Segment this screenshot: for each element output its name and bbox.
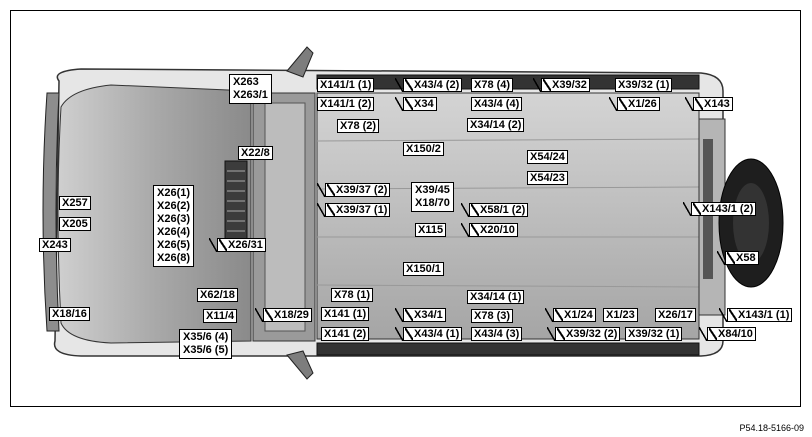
label-x39-37-2: X39/37 (2): [316, 183, 391, 197]
label-x20-10: X20/10: [461, 223, 518, 237]
label-x39-32-1-top: X39/32 (1): [615, 78, 673, 92]
label-x141-1: X141 (1): [321, 307, 370, 321]
label-x62-18: X62/18: [197, 288, 238, 302]
label-x22-8: X22/8: [238, 146, 273, 160]
label-x84-10: X84/10: [699, 327, 756, 341]
figure-code: P54.18-5166-09: [739, 423, 804, 433]
label-x26-31: X26/31: [209, 238, 266, 252]
label-x141-2: X141 (2): [321, 327, 370, 341]
label-x263: X263 X263/1: [229, 74, 272, 104]
label-x35-6: X35/6 (4) X35/6 (5): [179, 329, 233, 359]
label-x143-1-2: X143/1 (2): [682, 202, 757, 216]
label-x43-4-4: X43/4 (4): [471, 97, 523, 111]
label-x34-1: X34/1: [395, 308, 446, 322]
label-x243: X243: [39, 238, 71, 252]
label-x11-4: X11/4: [203, 309, 238, 323]
label-x78-1: X78 (1): [331, 288, 374, 302]
label-x18-16: X18/16: [49, 307, 90, 321]
label-x39-37-1: X39/37 (1): [316, 203, 391, 217]
label-x39-32-1-bot: X39/32 (1): [625, 327, 683, 341]
label-x34-14-2: X34/14 (2): [467, 118, 525, 132]
label-x205: X205: [59, 217, 91, 231]
diagram-frame: X263 X263/1 X141/1 (1) X43/4 (2) X78 (4)…: [10, 10, 801, 407]
label-x1-26: X1/26: [609, 97, 660, 111]
label-x54-24: X54/24: [527, 150, 568, 164]
label-x150-2: X150/2: [403, 142, 444, 156]
label-x78-4: X78 (4): [471, 78, 514, 92]
label-x150-1: X150/1: [403, 262, 444, 276]
label-x54-23: X54/23: [527, 171, 568, 185]
front-bumper: [42, 92, 60, 332]
label-x115: X115: [415, 223, 447, 237]
label-x26-17: X26/17: [655, 308, 696, 322]
label-x78-3: X78 (3): [471, 309, 514, 323]
label-x39-32: X39/32: [533, 78, 590, 92]
vehicle-top-view: [42, 46, 784, 380]
label-x18-29: X18/29: [255, 308, 312, 322]
label-x43-4-1: X43/4 (1): [394, 327, 463, 341]
label-x58: X58: [717, 251, 759, 265]
label-x143: X143: [685, 97, 733, 111]
label-x34-14-1: X34/14 (1): [467, 290, 525, 304]
label-x257: X257: [59, 196, 91, 210]
hood-vent: [224, 160, 248, 246]
label-x26-group: X26(1) X26(2) X26(3) X26(4) X26(5) X26(8…: [153, 185, 195, 267]
right-mirror: [286, 350, 314, 380]
label-x141-1-2: X141/1 (2): [317, 97, 375, 111]
label-x39-45: X39/45 X18/70: [411, 182, 454, 212]
label-x143-1-1: X143/1 (1): [718, 308, 793, 322]
label-x43-4-3: X43/4 (3): [471, 327, 523, 341]
label-x1-23: X1/23: [603, 308, 638, 322]
label-x43-4-2: X43/4 (2): [394, 78, 463, 92]
left-mirror: [286, 46, 314, 78]
right-side-bar: [316, 342, 700, 356]
label-x58-1-2: X58/1 (2): [460, 203, 529, 217]
label-x1-24: X1/24: [545, 308, 596, 322]
label-x78-2: X78 (2): [337, 119, 380, 133]
label-x141-1-1: X141/1 (1): [317, 78, 375, 92]
label-x39-32-2: X39/32 (2): [546, 327, 621, 341]
label-x34: X34: [395, 97, 437, 111]
